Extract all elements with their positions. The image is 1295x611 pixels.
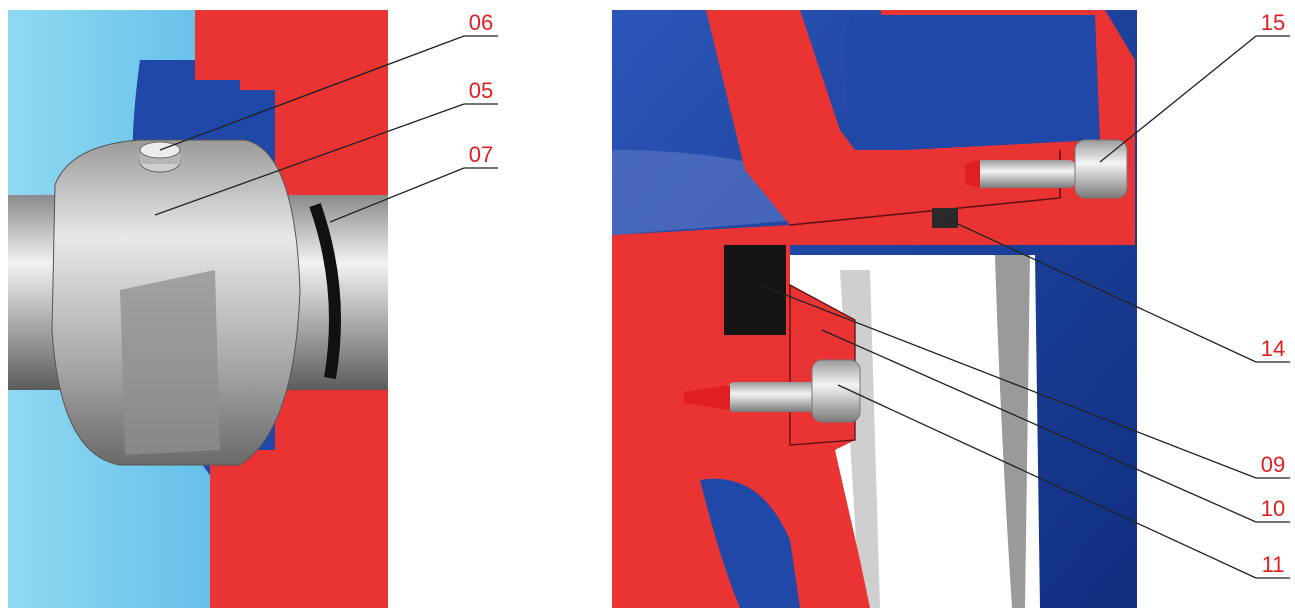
upper-screw <box>965 139 1128 199</box>
upper-screw-head <box>1074 139 1128 199</box>
upper-screw-thread <box>975 160 1075 188</box>
callout-label-09: 09 <box>1261 452 1285 477</box>
callout-11: 11 <box>837 384 1290 579</box>
callout-07: 07 <box>329 142 498 223</box>
leader-line-11 <box>837 384 1257 579</box>
o-ring <box>309 203 341 380</box>
right-panel: 15 14 09 10 11 <box>612 10 1290 608</box>
blade-edge <box>995 255 1030 608</box>
upper-cavity-blue <box>844 15 1100 150</box>
callout-label-05: 05 <box>469 78 493 103</box>
leader-line-05 <box>154 103 465 216</box>
leader-line-07 <box>329 167 465 223</box>
leader-line-10 <box>821 329 1257 523</box>
callout-label-07: 07 <box>469 142 493 167</box>
leader-line-15 <box>1099 35 1257 163</box>
callout-label-14: 14 <box>1261 336 1285 361</box>
left-panel: 06 05 07 <box>8 10 498 608</box>
left-panel-illustration <box>8 10 388 608</box>
callout-label-15: 15 <box>1261 10 1285 35</box>
leader-line-09 <box>759 284 1257 479</box>
leader-line-14 <box>944 217 1257 363</box>
leader-line-06 <box>159 35 465 151</box>
lower-screw <box>684 359 861 423</box>
lower-screw-tip <box>684 385 730 410</box>
callout-05: 05 <box>154 78 498 216</box>
callout-label-06: 06 <box>469 10 493 35</box>
callout-label-10: 10 <box>1261 496 1285 521</box>
callout-14: 14 <box>944 217 1290 363</box>
lower-cavity-blue <box>700 478 800 608</box>
callout-06: 06 <box>159 10 498 151</box>
lower-screw-thread <box>728 382 820 412</box>
housing-red-lower <box>612 225 870 608</box>
lower-screw-head <box>811 359 861 423</box>
callout-15: 15 <box>1099 10 1290 163</box>
callout-09: 09 <box>759 284 1290 479</box>
packing-seal <box>724 245 786 335</box>
nut-flat <box>120 270 220 455</box>
callout-10: 10 <box>821 329 1290 523</box>
upper-screw-tip <box>965 160 980 188</box>
right-panel-illustration <box>612 10 1137 608</box>
callout-label-11: 11 <box>1262 552 1285 577</box>
